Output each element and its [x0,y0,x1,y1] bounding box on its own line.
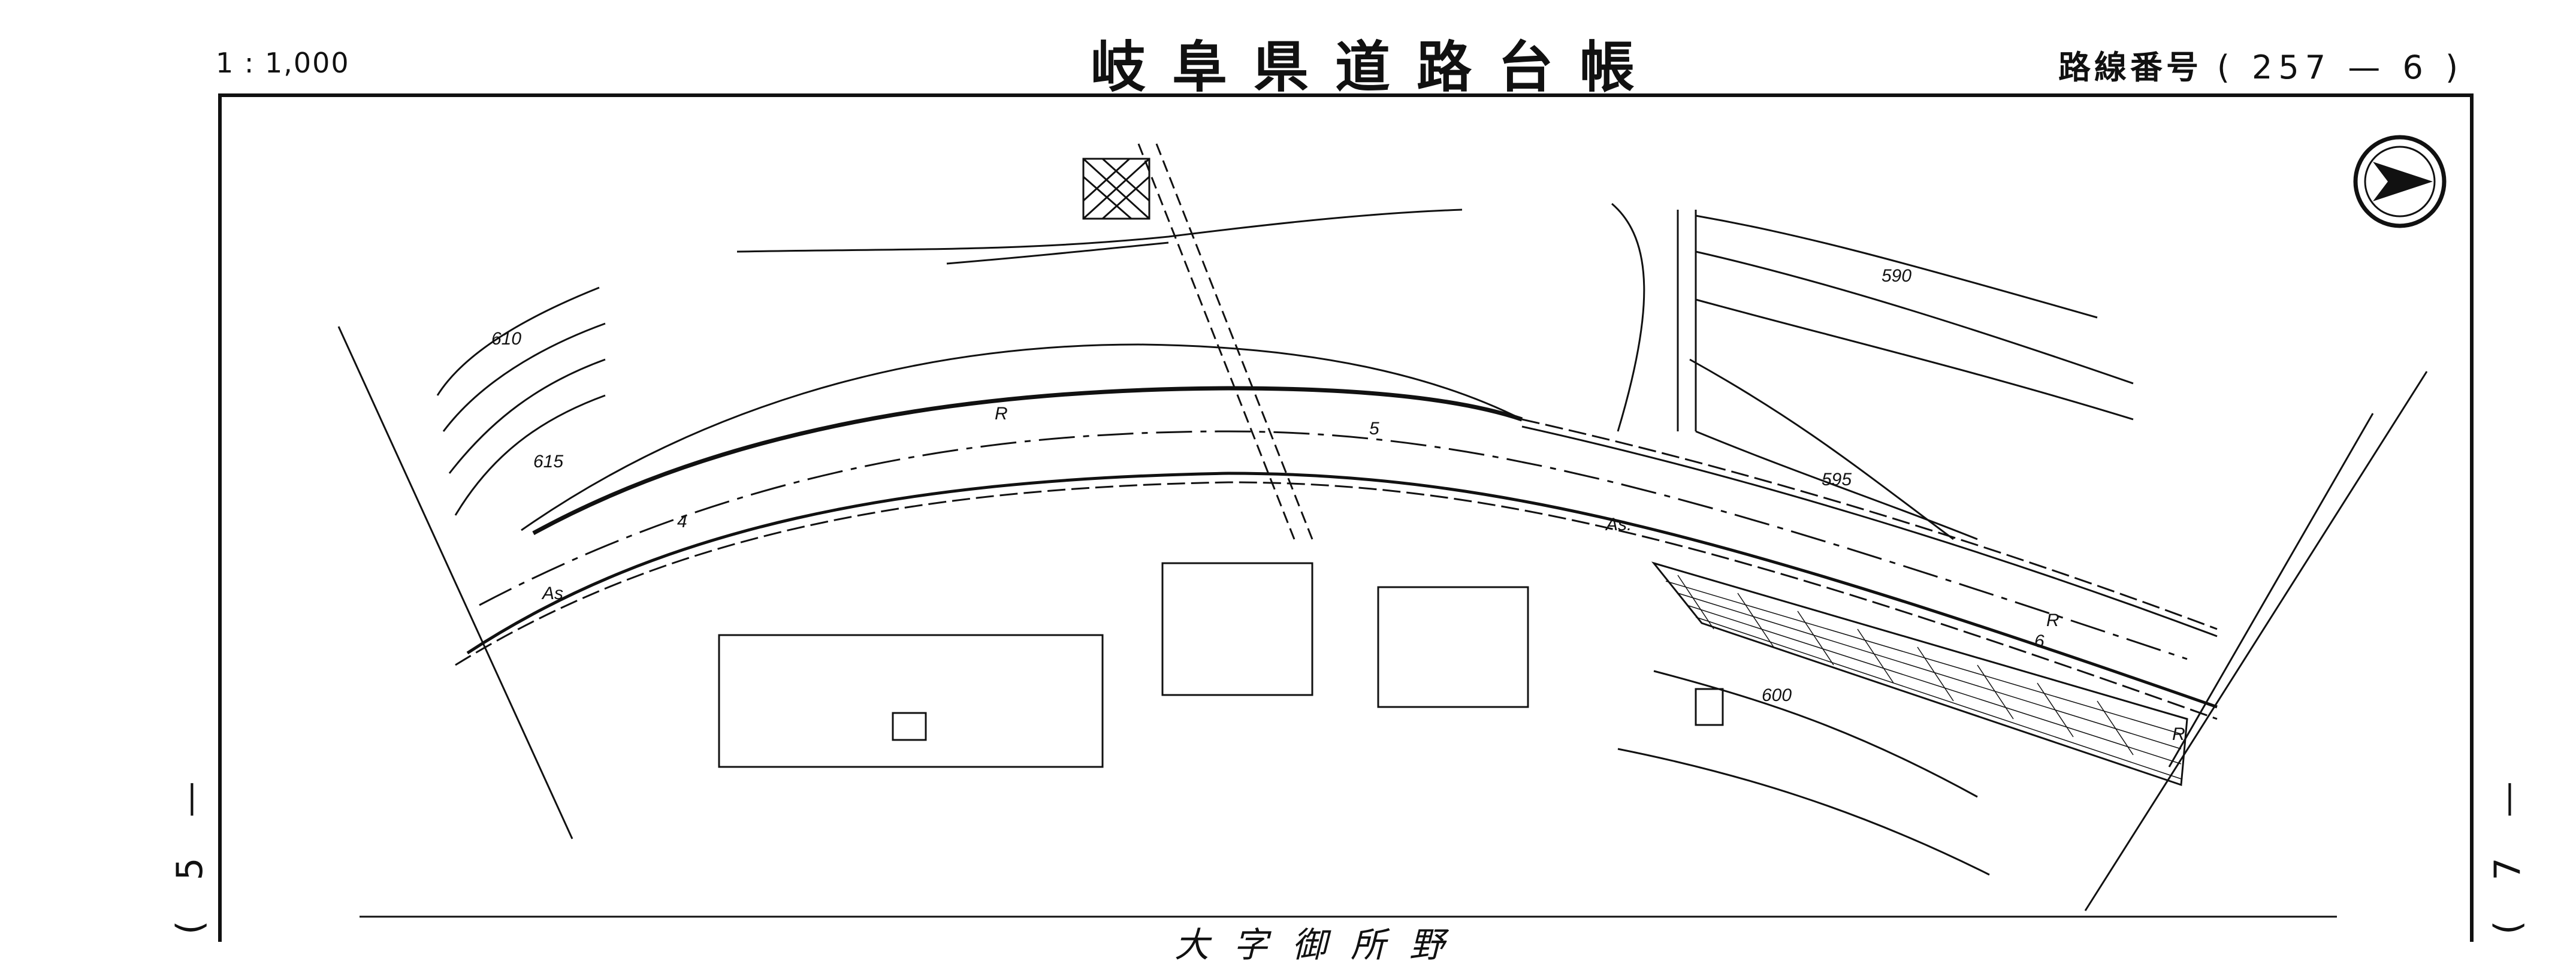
left-diagonal-boundary [337,326,573,839]
route-number: 路線番号 ( 257 — 6 ) [2058,41,2464,88]
page-title: 岐阜県道路台帳 [1091,35,1662,99]
road-map-drawing: 590 595 600 610 615 4 5 6 R R R As As. [337,135,2447,918]
stream-curve [1611,203,1645,432]
label-contour-615: 615 [533,452,563,472]
building-right [1695,688,1724,726]
contour-590 [1695,214,2098,319]
map-scale: 1 : 1,000 [216,47,350,79]
label-pavement-as1: As [541,584,563,603]
contour-c [1689,358,1954,540]
road-north-edge-2 [521,343,1523,531]
contour-610 [436,286,600,396]
contour-b [1695,298,2134,421]
parcel-2 [1161,562,1313,696]
crosshatch-block [1082,158,1150,220]
route-number-value: ( 257 — 6 ) [2216,49,2465,86]
label-contour-600: 600 [1762,685,1792,705]
contour-600 [1653,670,1978,798]
parcel-1 [718,634,1104,768]
bottom-place-name: 大字御所野 [1174,924,1469,965]
label-station-4: 4 [677,512,687,531]
road-north-edge-1 [532,386,1523,536]
crossing-line-2 [1155,143,1313,540]
road-south-edge-1 [466,472,2218,709]
road-north-right-2 [1521,425,2218,637]
label-road-r2: R [2046,611,2059,630]
route-label: 路線番号 [2058,49,2202,86]
label-station-5: 5 [1369,419,1379,439]
right-diagonal-boundary-2 [2168,413,2374,767]
road-centerline [479,430,2188,660]
label-contour-595: 595 [1822,470,1852,489]
building-small [892,712,927,741]
label-road-r3: R [2172,724,2185,744]
parcel-3 [1377,586,1529,708]
hatched-structure [1651,561,2188,787]
label-pavement-as2: As. [1605,515,1632,534]
contour-595 [1695,430,1978,540]
upper-terrain-line-2 [946,241,1169,265]
contour-left-b [448,358,606,474]
hatch-lines [1665,575,2182,779]
label-road-r1: R [995,404,1008,424]
label-contour-590: 590 [1882,266,1911,286]
road-south-edge-2 [455,481,2218,720]
contour-615 [454,394,606,516]
contour-lower-a [1617,748,1990,876]
label-contour-610: 610 [491,329,521,349]
crossing-line-1 [1137,143,1295,540]
road-north-right [1521,418,2218,630]
map-frame [218,93,2474,942]
contour-left-a [442,322,606,432]
north-arrow-icon [2353,135,2447,228]
upper-terrain-line [736,208,1463,253]
right-diagonal-boundary [2084,371,2428,911]
label-station-6: 6 [2034,631,2045,651]
contour-a [1695,250,2134,385]
